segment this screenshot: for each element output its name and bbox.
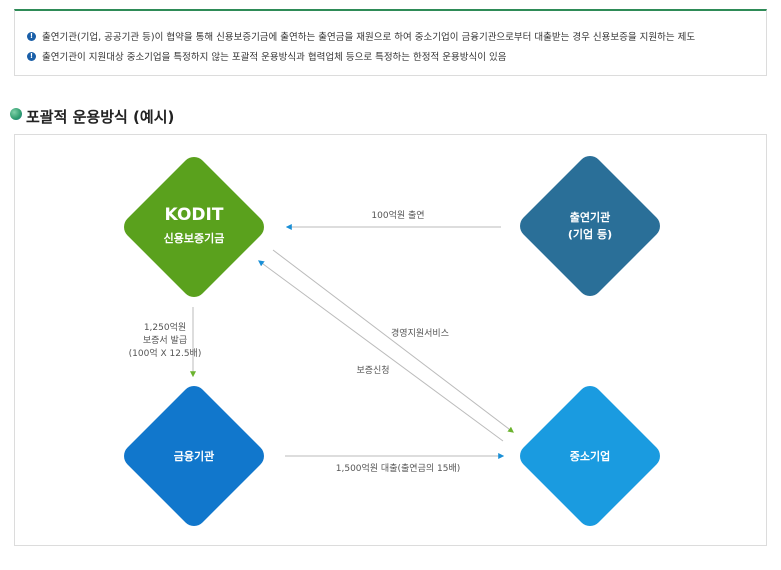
title-bullet-icon <box>10 107 22 120</box>
arrow-apply <box>258 260 504 442</box>
label-management: 경영지원서비스 <box>391 327 449 339</box>
node-bank: 금융기관 <box>124 386 264 526</box>
label-guarantee-calc: (100억 X 12.5배) <box>129 347 202 359</box>
donor-sublabel: (기업 등) <box>568 227 612 241</box>
kodit-logo: KODIT <box>165 205 224 225</box>
sme-diamond <box>520 386 660 526</box>
label-guarantee-amount: 1,250억원 <box>144 321 186 333</box>
flow-diagram: KODIT 신용보증기금 출연기관 (기업 등) 금융기관 중소기업 100억원… <box>124 156 660 526</box>
bank-label: 금융기관 <box>174 449 214 463</box>
info-text: 출연기관이 지원대상 중소기업을 특정하지 않는 포괄적 운용방식과 협력업체 … <box>42 52 507 63</box>
sme-label: 중소기업 <box>570 449 610 463</box>
kodit-label: 신용보증기금 <box>164 231 225 245</box>
label-apply: 보증신청 <box>356 365 389 376</box>
arrow-management <box>272 249 514 433</box>
kodit-diamond <box>124 157 264 297</box>
donor-label: 출연기관 <box>570 210 610 224</box>
info-bullet-icon: ! <box>27 51 36 61</box>
node-donor: 출연기관 (기업 등) <box>520 156 660 296</box>
info-item: ! 출연기관이 지원대상 중소기업을 특정하지 않는 포괄적 운용방식과 협력업… <box>27 49 507 63</box>
node-kodit: KODIT 신용보증기금 <box>124 157 264 297</box>
diagram-container: KODIT 신용보증기금 출연기관 (기업 등) 금융기관 중소기업 100억원… <box>14 134 767 546</box>
label-loan: 1,500억원 대출(출연금의 15배) <box>336 462 460 474</box>
info-box: ! 출연기관(기업, 공공기관 등)이 협약을 통해 신용보증기금에 출연하는 … <box>14 9 767 76</box>
label-donation: 100억원 출연 <box>371 209 424 221</box>
info-item: ! 출연기관(기업, 공공기관 등)이 협약을 통해 신용보증기금에 출연하는 … <box>27 29 695 43</box>
section-title-text: 포괄적 운용방식 (예시) <box>26 108 175 126</box>
section-title: 포괄적 운용방식 (예시) <box>10 106 174 127</box>
info-bullet-icon: ! <box>27 31 36 41</box>
bank-diamond <box>124 386 264 526</box>
donor-diamond <box>520 156 660 296</box>
info-text: 출연기관(기업, 공공기관 등)이 협약을 통해 신용보증기금에 출연하는 출연… <box>42 32 696 43</box>
node-sme: 중소기업 <box>520 386 660 526</box>
label-guarantee-issue: 보증서 발급 <box>143 335 187 346</box>
